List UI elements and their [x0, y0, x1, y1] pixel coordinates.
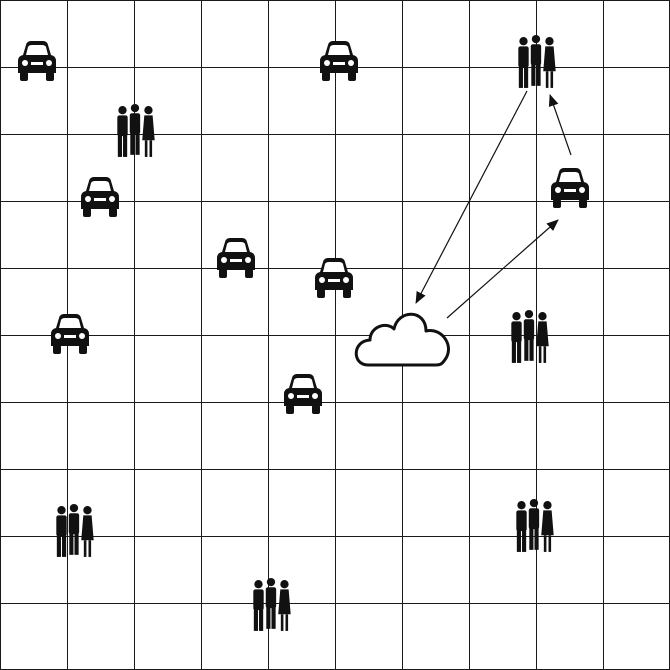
cloud-icon — [354, 312, 450, 367]
connection-arrow — [415, 90, 528, 304]
map-icons — [18, 35, 589, 631]
connection-arrow — [446, 219, 559, 319]
connection-arrow — [548, 94, 572, 156]
connection-arrows — [415, 90, 572, 319]
